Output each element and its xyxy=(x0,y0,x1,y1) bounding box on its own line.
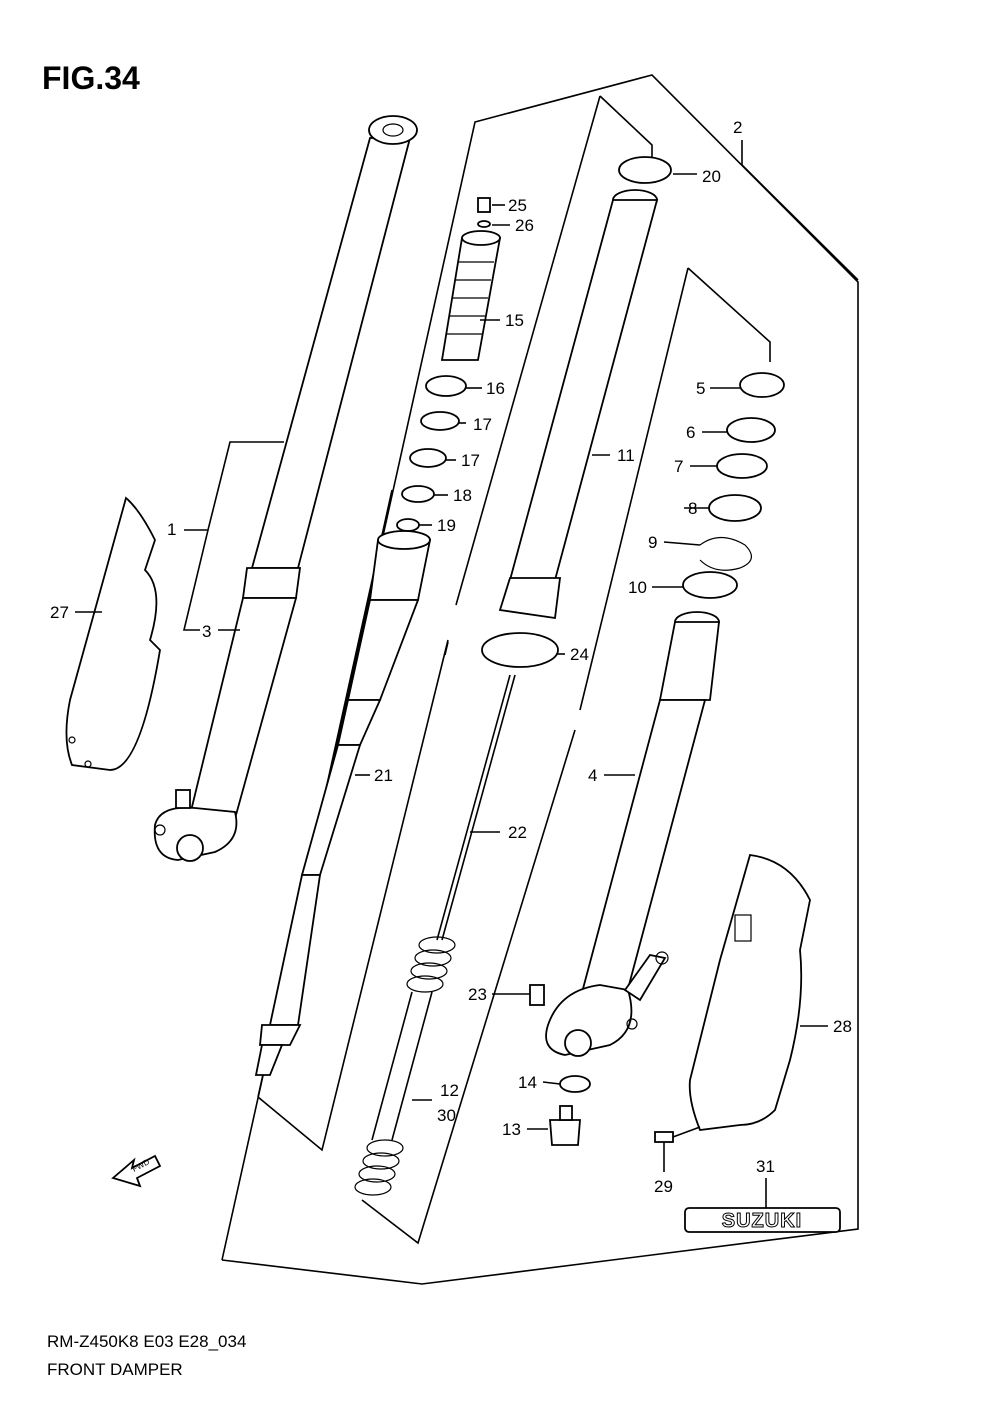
callout-13: 13 xyxy=(502,1120,521,1139)
callout-9: 9 xyxy=(648,533,657,552)
part-29-bolt xyxy=(654,1126,701,1143)
callout-24: 22 xyxy=(508,823,527,842)
part-17-bushing-b xyxy=(409,448,447,468)
leader-lines xyxy=(75,140,859,1208)
callout-22: 26 xyxy=(515,216,534,235)
emblem-text: SUZUKI xyxy=(722,1210,802,1232)
part-16-ring xyxy=(425,375,467,397)
sub-frame-outer-tube xyxy=(361,267,771,1245)
part-6-bushing xyxy=(726,417,776,443)
part-25-bolt xyxy=(529,984,545,1006)
callout-8: 8 xyxy=(688,499,697,518)
callout-7: 7 xyxy=(674,457,683,476)
callout-26: 24 xyxy=(570,645,589,664)
callout-12: 12 xyxy=(440,1081,459,1100)
callout-30: 30 xyxy=(437,1106,456,1125)
part-9-circlip xyxy=(699,536,752,571)
assembly-frame-2 xyxy=(221,74,859,1285)
part-17-bushing-a xyxy=(420,411,460,431)
callout-10: 10 xyxy=(628,578,647,597)
callout-16: 16 xyxy=(486,379,505,398)
callout-27: 27 xyxy=(50,603,69,622)
callout-3: 3 xyxy=(202,622,211,641)
callout-20: 20 xyxy=(702,167,721,186)
part-12-30-spring xyxy=(354,936,456,1196)
part-7-washer xyxy=(716,453,768,479)
part-13-drain-plug xyxy=(549,1105,581,1146)
callout-14: 14 xyxy=(518,1073,537,1092)
callout-labels: 2 20 25 26 15 16 17 17 18 19 1 3 27 21 2… xyxy=(50,118,852,1196)
part-22-washer xyxy=(477,220,491,228)
callout-29: 29 xyxy=(654,1177,673,1196)
callout-28: 28 xyxy=(833,1017,852,1036)
part-23-damper-rod xyxy=(254,530,432,1076)
part-18-ring xyxy=(401,485,435,503)
part-5-bushing xyxy=(739,372,785,398)
callout-23: 21 xyxy=(374,766,393,785)
callout-15: 15 xyxy=(505,311,524,330)
part-19-ring xyxy=(396,518,420,532)
part-31-suzuki-emblem: SUZUKI xyxy=(684,1207,841,1233)
part-20-ring xyxy=(618,156,672,184)
callout-5: 5 xyxy=(696,379,705,398)
part-1-inner-tube xyxy=(153,115,418,862)
callout-19: 19 xyxy=(437,516,456,535)
part-24-rod xyxy=(436,674,516,941)
part-21-bolt xyxy=(477,197,491,213)
part-27-left-fork-guard xyxy=(65,496,161,771)
part-28-right-fork-guard xyxy=(688,854,811,1131)
part-8-oil-seal xyxy=(708,494,762,522)
callout-17a: 17 xyxy=(473,415,492,434)
part-15-damper-cartridge-head xyxy=(440,230,502,361)
part-10-dust-seal xyxy=(682,571,738,599)
diagram-caption: FRONT DAMPER xyxy=(47,1360,183,1379)
callout-1: 1 xyxy=(167,520,176,539)
figure-title: FIG.34 xyxy=(42,60,140,96)
fwd-direction-arrow: FWD xyxy=(111,1154,162,1188)
part-11-outer-tube xyxy=(498,189,659,620)
model-code: RM-Z450K8 E03 E28_034 xyxy=(47,1332,247,1351)
callout-21: 25 xyxy=(508,196,527,215)
callout-25: 23 xyxy=(468,985,487,1004)
callout-4: 4 xyxy=(588,766,597,785)
callout-11: 11 xyxy=(617,446,635,465)
part-14-washer xyxy=(559,1075,591,1093)
callout-31: 31 xyxy=(756,1157,775,1176)
callout-2: 2 xyxy=(733,118,742,137)
callout-18: 18 xyxy=(453,486,472,505)
part-26-o-ring xyxy=(481,632,559,668)
callout-6: 6 xyxy=(686,423,695,442)
part-4-inner-tube xyxy=(545,611,721,1057)
callout-17b: 17 xyxy=(461,451,480,470)
